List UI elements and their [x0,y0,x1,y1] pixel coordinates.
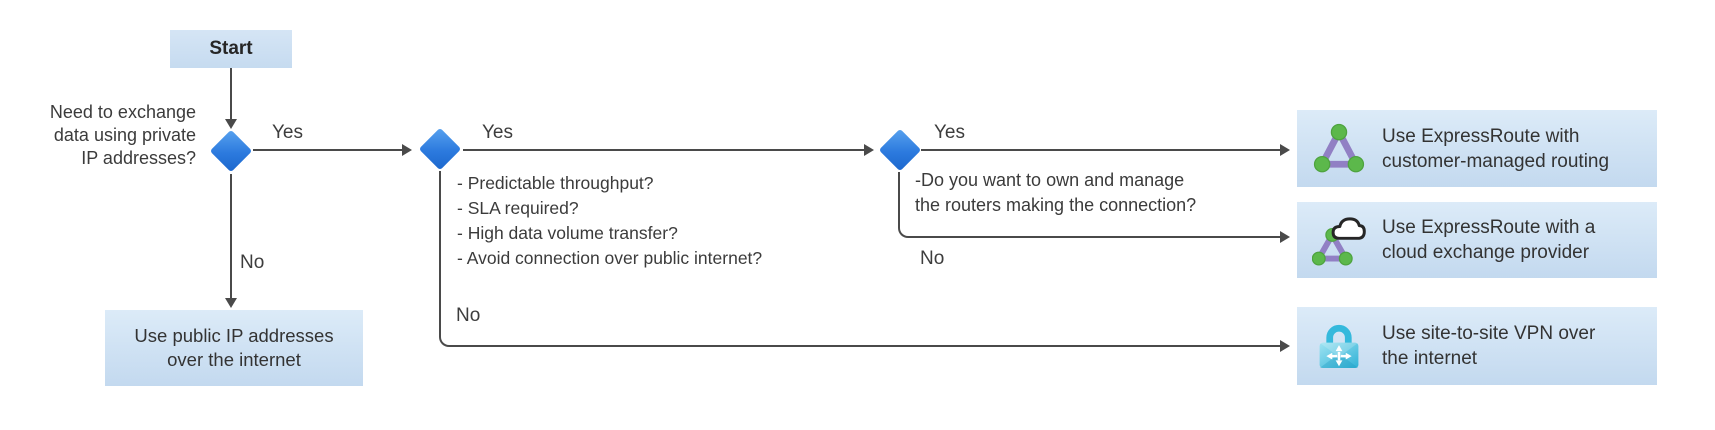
no-label-d1: No [240,252,265,273]
connector-start-to-d1 [230,68,232,119]
yes-label-d1: Yes [272,122,303,143]
connector-d1-yes [253,149,402,151]
outcome-site-to-site-vpn: Use site-to-site VPN over the internet [1297,307,1657,385]
arrowhead-right-icon [402,144,412,156]
yes-label-d2: Yes [482,122,513,143]
outcome-label: Use ExpressRoute with a cloud exchange p… [1382,217,1596,263]
arrowhead-down-icon [225,298,237,308]
connector-d2-yes [463,149,864,151]
yes-label-d3: Yes [934,122,965,143]
start-node: Start [170,30,292,68]
decision-diamond-managed-routers [878,128,922,172]
outcome-expressroute-cloud-exchange: Use ExpressRoute with a cloud exchange p… [1297,202,1657,278]
outcome-expressroute-customer-routing: Use ExpressRoute with customer-managed r… [1297,110,1657,187]
arrowhead-right-icon [1280,144,1290,156]
outcome-public-ip: Use public IP addresses over the interne… [105,310,363,386]
criteria-item: - Avoid connection over public internet? [457,248,763,268]
outcome-label: Use site-to-site VPN over the internet [1382,323,1596,369]
no-label-d2: No [456,305,481,326]
arrowhead-down-icon [225,119,237,129]
arrowhead-right-icon [864,144,874,156]
criteria-item: - Predictable throughput? [457,173,654,193]
arrowhead-right-icon [1280,231,1290,243]
decision2-criteria-list: - Predictable throughput? - SLA required… [457,171,762,271]
decision-diamond-private-ip [209,129,253,173]
no-label-d3: No [920,248,945,269]
criteria-item: - High data volume transfer? [457,223,678,243]
criteria-item: - SLA required? [457,198,579,218]
arrowhead-right-icon [1280,340,1290,352]
connector-d1-no [230,174,232,298]
decision3-question: -Do you want to own and manage the route… [915,170,1197,215]
expressroute-cloud-icon [1311,212,1367,268]
outcome-label: Use ExpressRoute with customer-managed r… [1382,125,1610,172]
connector-d3-no [898,172,1280,238]
connector-d3-yes [921,149,1280,151]
vpn-lock-icon [1311,318,1367,374]
decision-diamond-expressroute-criteria [418,127,462,171]
connector-d2-no [439,171,1280,347]
expressroute-icon [1311,121,1367,177]
decision1-question: Need to exchange data using private IP a… [49,102,196,168]
